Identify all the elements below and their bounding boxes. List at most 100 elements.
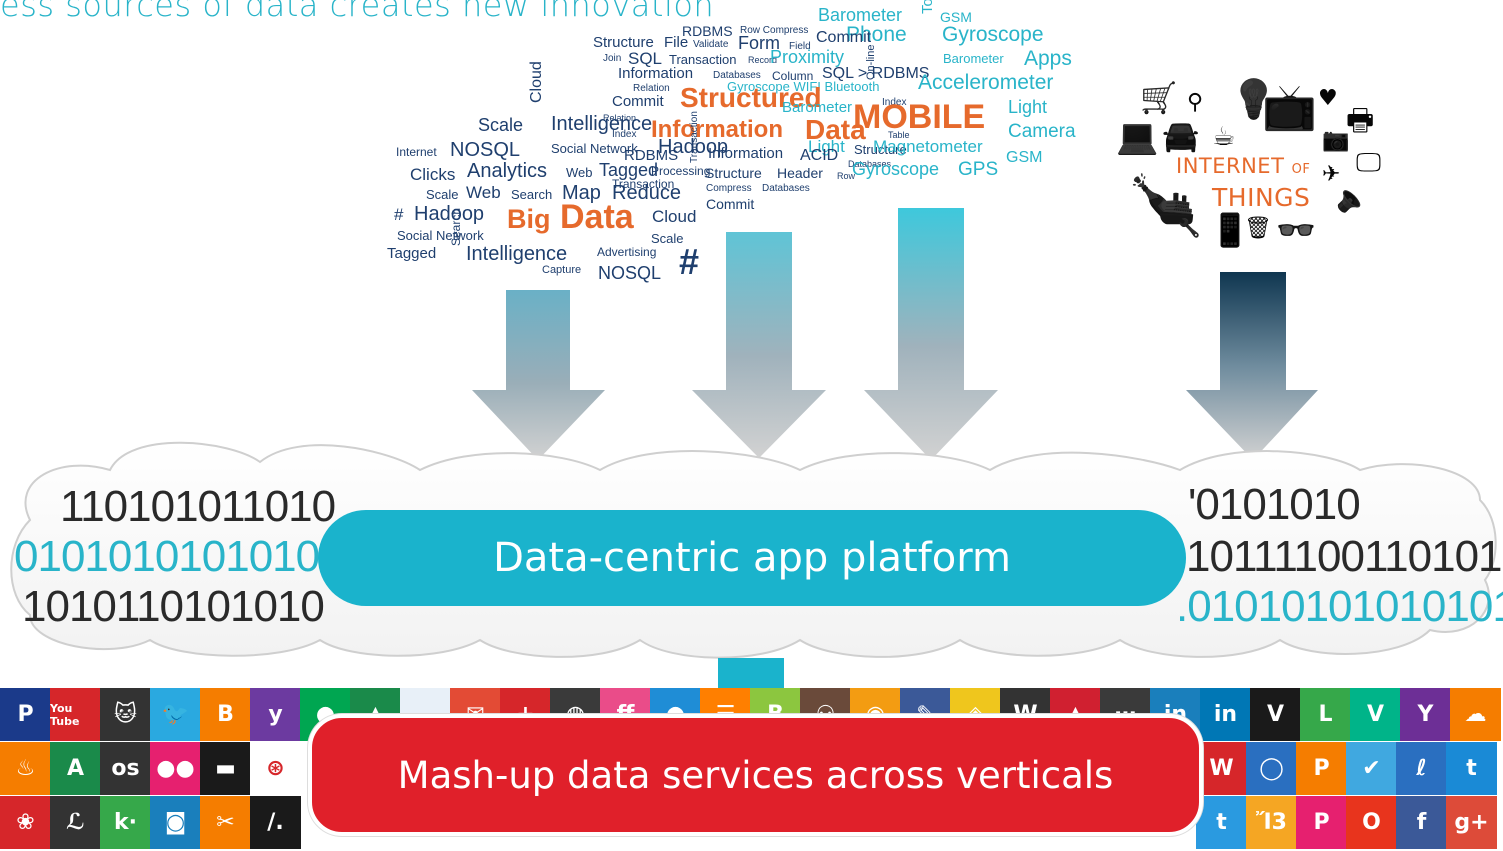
- cloud-word: Information: [651, 116, 783, 143]
- cloud-word: Intelligence: [551, 113, 653, 135]
- cloud-word: RDBMS: [624, 147, 679, 164]
- cloud-word: Row: [837, 171, 856, 181]
- cloud-word: Gyroscope WIFI Bluetooth: [727, 79, 880, 94]
- cloud-word: Accelerometer: [918, 71, 1054, 94]
- services-label: Mash-up data services across verticals: [308, 714, 1203, 836]
- service-tile: ●●: [150, 742, 201, 795]
- binary-top-left: 110101011010: [60, 482, 336, 531]
- cloud-word: Index: [612, 129, 637, 140]
- cloud-word: GSM: [1006, 149, 1043, 166]
- service-tile: ✂: [200, 796, 251, 849]
- ship-icon: 🚢: [1158, 191, 1196, 226]
- cloud-word: Reduce: [612, 182, 681, 204]
- cloud-word: #: [679, 241, 700, 282]
- heart-icon: ♥: [1318, 86, 1338, 111]
- service-tile: ▬: [200, 742, 251, 795]
- service-tile: in: [1200, 688, 1251, 741]
- iot-line2: THINGS: [1212, 183, 1311, 212]
- service-tile: 🐱: [100, 688, 151, 741]
- cloud-word: Databases: [713, 70, 761, 81]
- cloud-word: Relation: [603, 113, 637, 123]
- cloud-word: SQL > RDBMS: [822, 65, 930, 82]
- cloud-word: Information: [618, 65, 694, 82]
- cloud-word: Magnetometer: [873, 137, 983, 156]
- service-tile: W: [1196, 742, 1247, 795]
- service-tile: You Tube: [50, 688, 101, 741]
- cloud-word: GPS: [958, 159, 999, 180]
- service-tile: ✔: [1346, 742, 1397, 795]
- platform-label: Data-centric app platform: [318, 510, 1186, 606]
- service-tile: ⊛: [250, 742, 301, 795]
- service-tile: ☁: [1450, 688, 1501, 741]
- cloud-word: Row Compress: [740, 25, 809, 36]
- cloud-word: Structure: [854, 142, 907, 157]
- glasses-icon: 👓: [1276, 211, 1316, 249]
- light-bulb-icon: 💡: [1230, 77, 1278, 121]
- coffee-cup-icon: ☕: [1212, 122, 1236, 152]
- cloud-word: Social Network: [551, 141, 638, 156]
- arrow-3: [864, 208, 998, 460]
- cloud-word: Scale: [651, 231, 684, 246]
- cloud-word: Cloud: [652, 207, 697, 226]
- service-tile: ◯: [1246, 742, 1297, 795]
- cloud-word: Scale: [426, 187, 459, 202]
- location-pin-icon: ⚲: [1187, 90, 1204, 115]
- cloud-word: Light: [1008, 97, 1048, 117]
- binary-bottom-right: .01010101010101: [1176, 582, 1503, 631]
- cloud-word: NOSQL: [450, 139, 521, 161]
- cloud-word: Structure: [593, 34, 654, 51]
- cloud-word: Databases: [762, 183, 810, 194]
- trash-can-icon: 🗑: [1244, 216, 1272, 241]
- cloud-word: Commit: [612, 93, 664, 110]
- laptop-icon: 💻: [1116, 117, 1159, 157]
- wrench-icon: 🔧: [1178, 218, 1201, 239]
- cloud-word: Barometer: [818, 5, 903, 25]
- service-tile: k·: [100, 796, 151, 849]
- cloud-word: Index: [882, 97, 907, 108]
- service-tile: os: [100, 742, 151, 795]
- cloud-word: Transaction: [612, 177, 675, 191]
- camera-icon: 📷: [1322, 128, 1350, 153]
- cloud-word: Clicks: [410, 165, 456, 184]
- cloud-word: MOBILE: [853, 98, 986, 136]
- service-tile: V: [1350, 688, 1401, 741]
- cloud-word: Tagged: [387, 245, 437, 262]
- service-tile: ℒ: [50, 796, 101, 849]
- service-tile: ◙: [150, 796, 201, 849]
- cloud-word: Web: [466, 183, 501, 202]
- cloud-word: Analytics: [467, 160, 548, 182]
- cloud-word: Table: [888, 130, 910, 140]
- cloud-word: Hadoop: [658, 136, 729, 158]
- service-tile: g+: [1446, 796, 1497, 849]
- shopping-cart-icon: 🛒: [1140, 81, 1178, 116]
- cloud-word: SQL: [628, 49, 663, 68]
- arrow-1: [472, 290, 605, 460]
- cloud-word: Hadoop: [414, 203, 485, 225]
- cloud-word: Structure: [705, 165, 762, 181]
- service-tile: f: [1396, 796, 1447, 849]
- cloud-word: Relation: [633, 83, 670, 94]
- service-tile: P: [1296, 742, 1347, 795]
- service-tile: t: [1446, 742, 1497, 795]
- cloud-word: Web: [566, 165, 593, 180]
- airplane-icon: ✈: [1322, 162, 1341, 187]
- cloud-word: Field: [789, 41, 811, 52]
- cloud-word: Phone: [846, 23, 907, 46]
- cloud-word: Record: [748, 55, 778, 65]
- service-tile: Ἴ3: [1246, 796, 1297, 849]
- service-tile: y: [250, 688, 301, 741]
- phone-icon: 📱: [1210, 211, 1250, 249]
- bottle-icon: 🍾: [1128, 173, 1178, 219]
- service-tile: O: [1346, 796, 1397, 849]
- cloud-word: File: [664, 34, 689, 51]
- cloud-word: Column: [772, 69, 814, 83]
- service-tile: P: [1296, 796, 1347, 849]
- service-tile: ❀: [0, 796, 51, 849]
- cloud-word: Internet: [396, 145, 437, 159]
- binary-bottom-left: 1010110101010: [22, 582, 325, 631]
- cloud-word: Social Network: [397, 228, 484, 243]
- service-tile: /.: [250, 796, 301, 849]
- cloud-word: Scale: [478, 115, 524, 135]
- service-tile: L: [1300, 688, 1351, 741]
- car-icon: 🚘: [1162, 119, 1200, 154]
